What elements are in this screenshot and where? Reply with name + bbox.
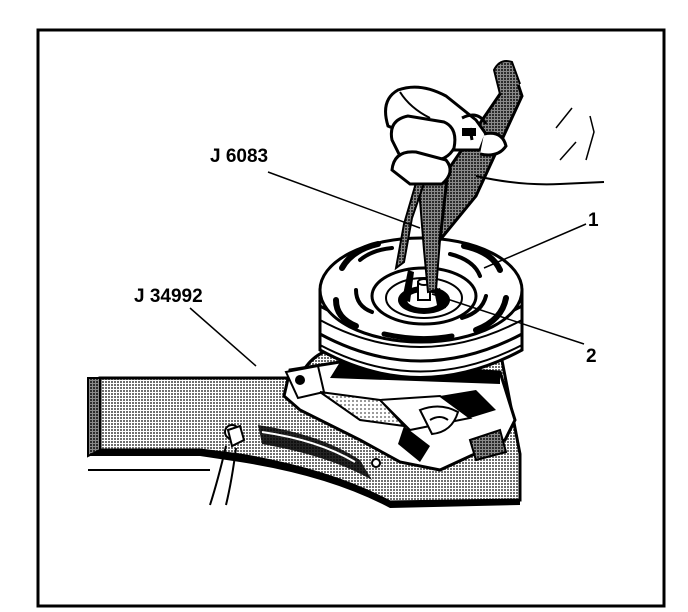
clutch-pulley <box>318 236 524 379</box>
leader-item-2 <box>431 293 585 345</box>
hand <box>384 85 605 186</box>
label-item-2: 2 <box>586 346 597 367</box>
label-item-1: 1 <box>588 210 599 231</box>
leader-j34992 <box>189 307 257 367</box>
label-j34992: J 34992 <box>134 286 203 307</box>
label-j6083: J 6083 <box>210 146 268 167</box>
leader-j6083 <box>267 171 421 229</box>
leader-item-1 <box>483 223 587 269</box>
